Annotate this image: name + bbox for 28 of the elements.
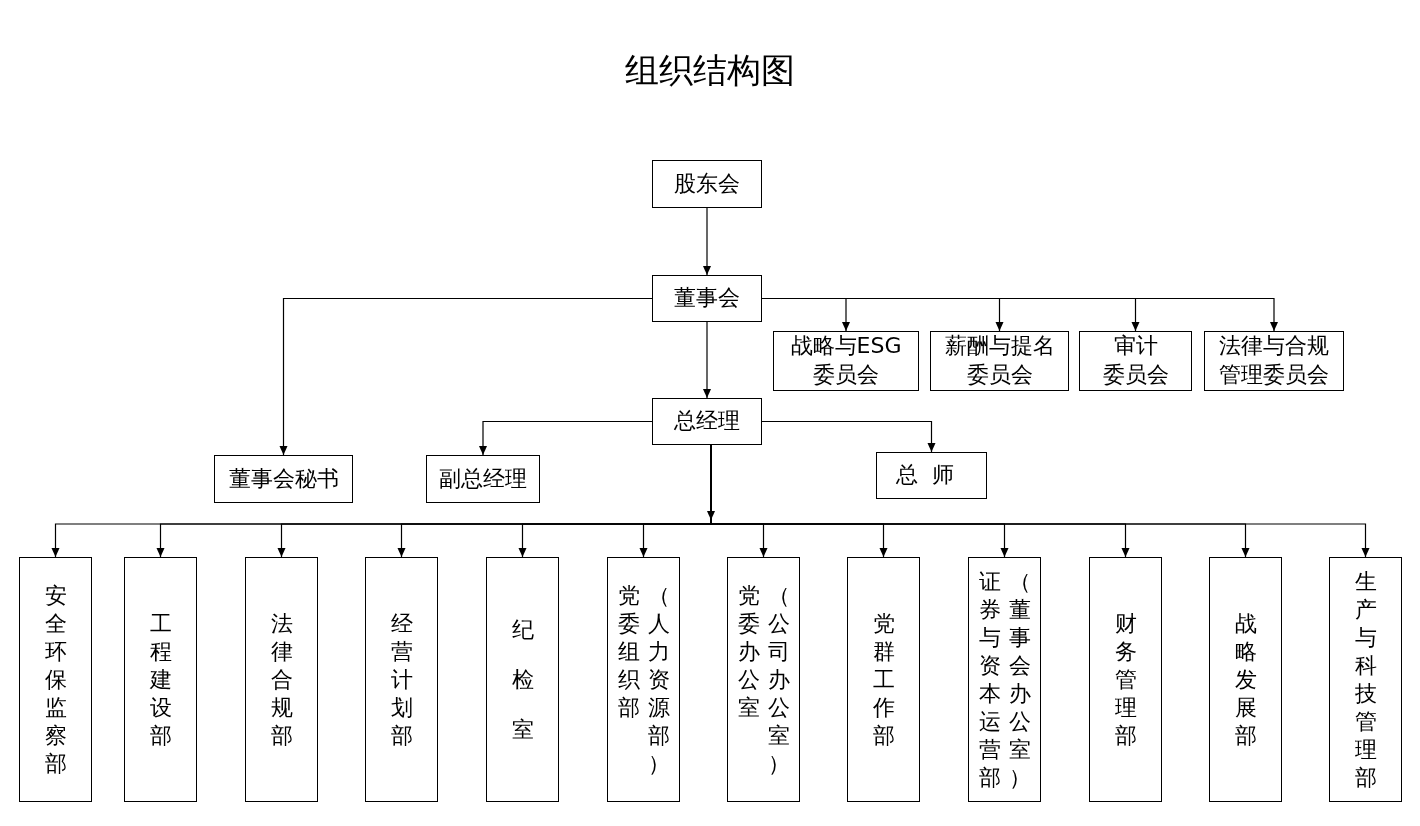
department-box: 财务管理部 (1089, 557, 1162, 802)
diagram-title: 组织结构图 (624, 49, 796, 92)
org-box: 股东会 (652, 160, 762, 208)
org-box: 审计委员会 (1079, 331, 1192, 391)
department-box: 战略发展部 (1209, 557, 1282, 802)
department-box: 党委办公室（公司办公室） (727, 557, 800, 802)
department-box: 安全环保监察部 (19, 557, 92, 802)
org-box: 董事会秘书 (214, 455, 353, 503)
org-box: 战略与ESG委员会 (773, 331, 919, 391)
department-box: 工程建设部 (124, 557, 197, 802)
org-box: 法律与合规管理委员会 (1204, 331, 1344, 391)
department-box: 生产与科技管理部 (1329, 557, 1402, 802)
department-box: 党群工作部 (847, 557, 920, 802)
org-box: 薪酬与提名委员会 (930, 331, 1069, 391)
department-box: 法律合规部 (245, 557, 318, 802)
department-box: 证券与资本运营部（董事会办公室） (968, 557, 1041, 802)
org-box: 总师 (876, 452, 987, 499)
department-box: 党委组织部（人力资源部） (607, 557, 680, 802)
department-box: 经营计划部 (365, 557, 438, 802)
connector-arrow (703, 207, 711, 276)
department-box: 纪检室 (486, 557, 559, 802)
org-box: 副总经理 (426, 455, 540, 503)
connector-arrow (479, 420, 653, 456)
org-box: 总经理 (652, 398, 762, 445)
connector-arrow (279, 297, 653, 456)
connector-arrow (761, 420, 936, 453)
connector-arrow (703, 321, 711, 399)
org-box: 董事会 (652, 275, 762, 322)
